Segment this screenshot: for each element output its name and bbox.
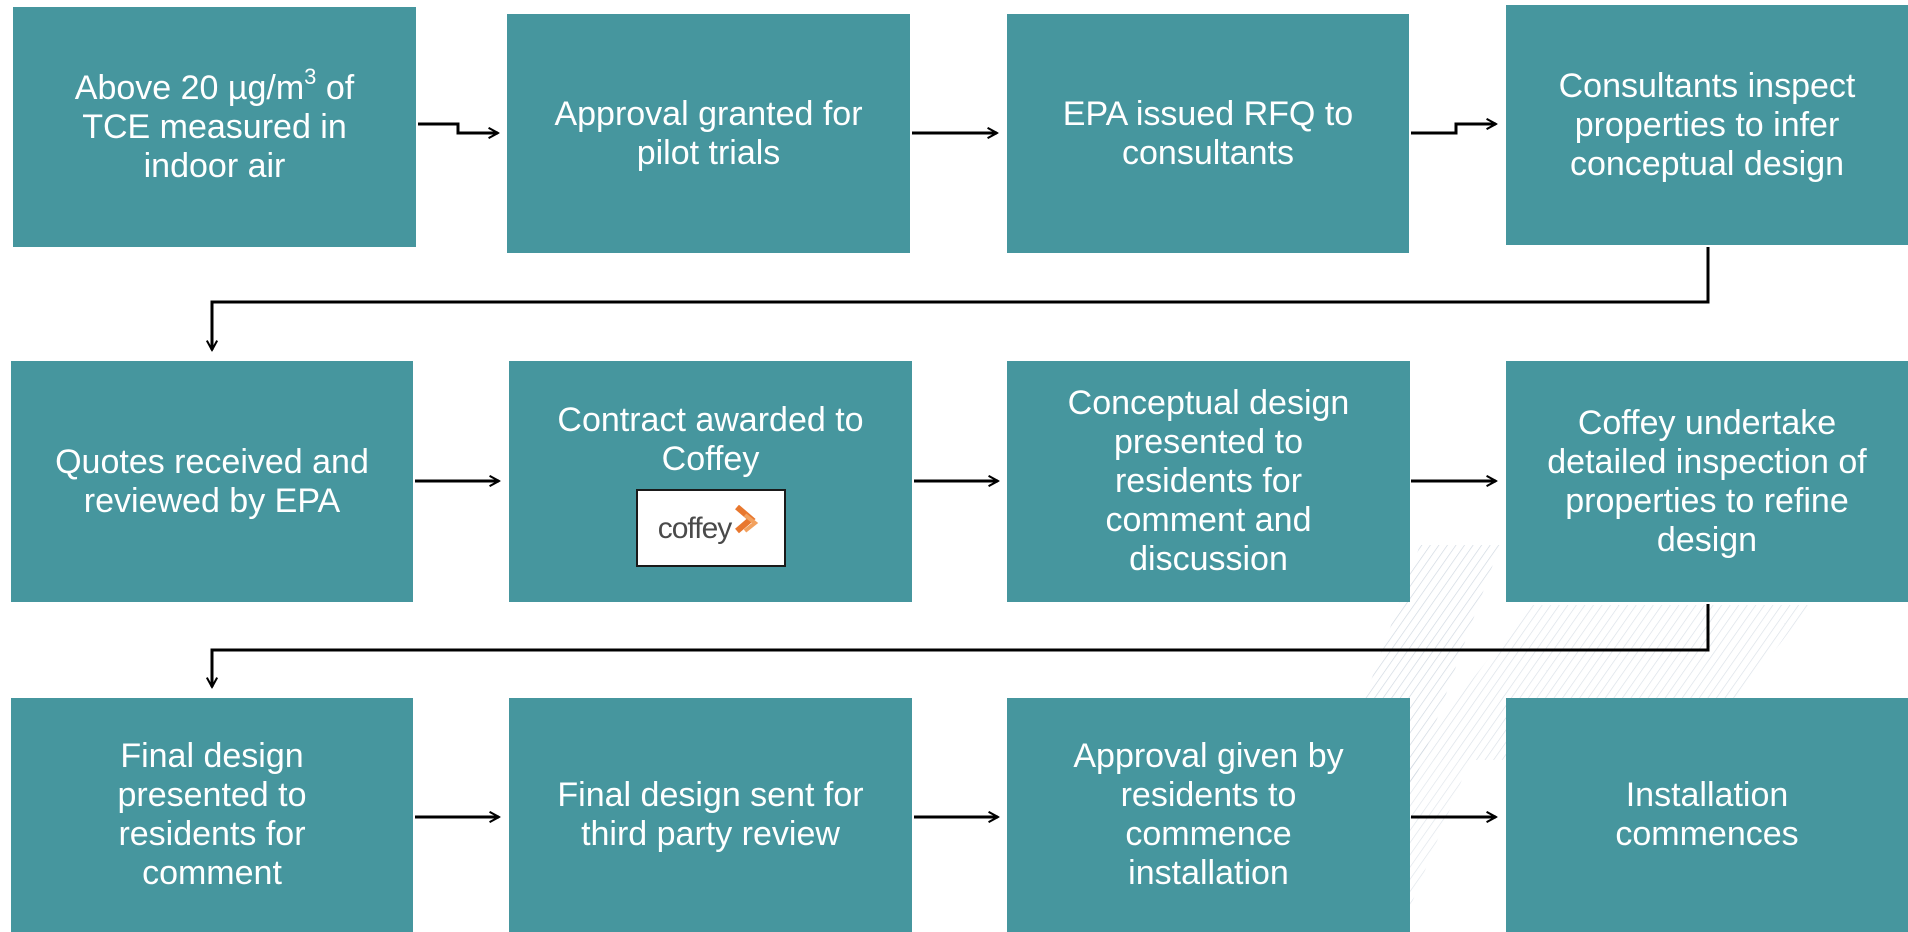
step-box-3: EPA issued RFQ to consultants: [1007, 14, 1409, 253]
step-box-6: Contract awarded to Coffey coffey: [509, 361, 912, 602]
step-label: Coffey undertake detailed inspection of …: [1547, 403, 1867, 559]
step-label: Approval given by residents to commence …: [1073, 737, 1344, 892]
step-box-9: Final design presented to residents for …: [11, 698, 413, 932]
coffey-chevron-logo-icon: [735, 505, 759, 534]
step-label: EPA issued RFQ to consultants: [1062, 94, 1354, 172]
step-label: Conceptual design presented to residents…: [1067, 384, 1350, 578]
step-label: Approval granted for pilot trials: [554, 94, 863, 172]
coffey-logo: coffey: [635, 489, 786, 567]
step-box-1: Above 20 µg/m3 of TCE measured in indoor…: [13, 7, 416, 247]
step-label: Quotes received and reviewed by EPA: [55, 442, 369, 520]
step-box-10: Final design sent for third party review: [509, 698, 912, 932]
step-box-11: Approval given by residents to commence …: [1007, 698, 1410, 932]
coffey-wordmark: coffey: [657, 511, 732, 545]
arrow-step3-to-step4: [1411, 124, 1496, 135]
step-box-2: Approval granted for pilot trials: [507, 14, 910, 253]
step-label: Final design sent for third party review: [557, 776, 864, 853]
step-label: Consultants inspect properties to infer …: [1558, 66, 1856, 183]
step-label: Final design presented to residents for …: [117, 737, 307, 892]
step-label: Above 20 µg/m3 of TCE measured in indoor…: [74, 64, 355, 185]
arrow-step8-to-step9: [212, 604, 1710, 687]
step-box-7: Conceptual design presented to residents…: [1007, 361, 1410, 602]
arrow-step1-to-step2: [418, 122, 498, 133]
step-box-5: Quotes received and reviewed by EPA: [11, 361, 413, 602]
step-box-4: Consultants inspect properties to infer …: [1506, 5, 1908, 245]
step-label: Installation commences: [1615, 776, 1799, 853]
step-label: Contract awarded to Coffey: [557, 401, 864, 478]
step-box-12: Installation commences: [1506, 698, 1908, 932]
step-box-8: Coffey undertake detailed inspection of …: [1506, 361, 1908, 602]
arrow-step4-to-step5: [212, 247, 1710, 350]
